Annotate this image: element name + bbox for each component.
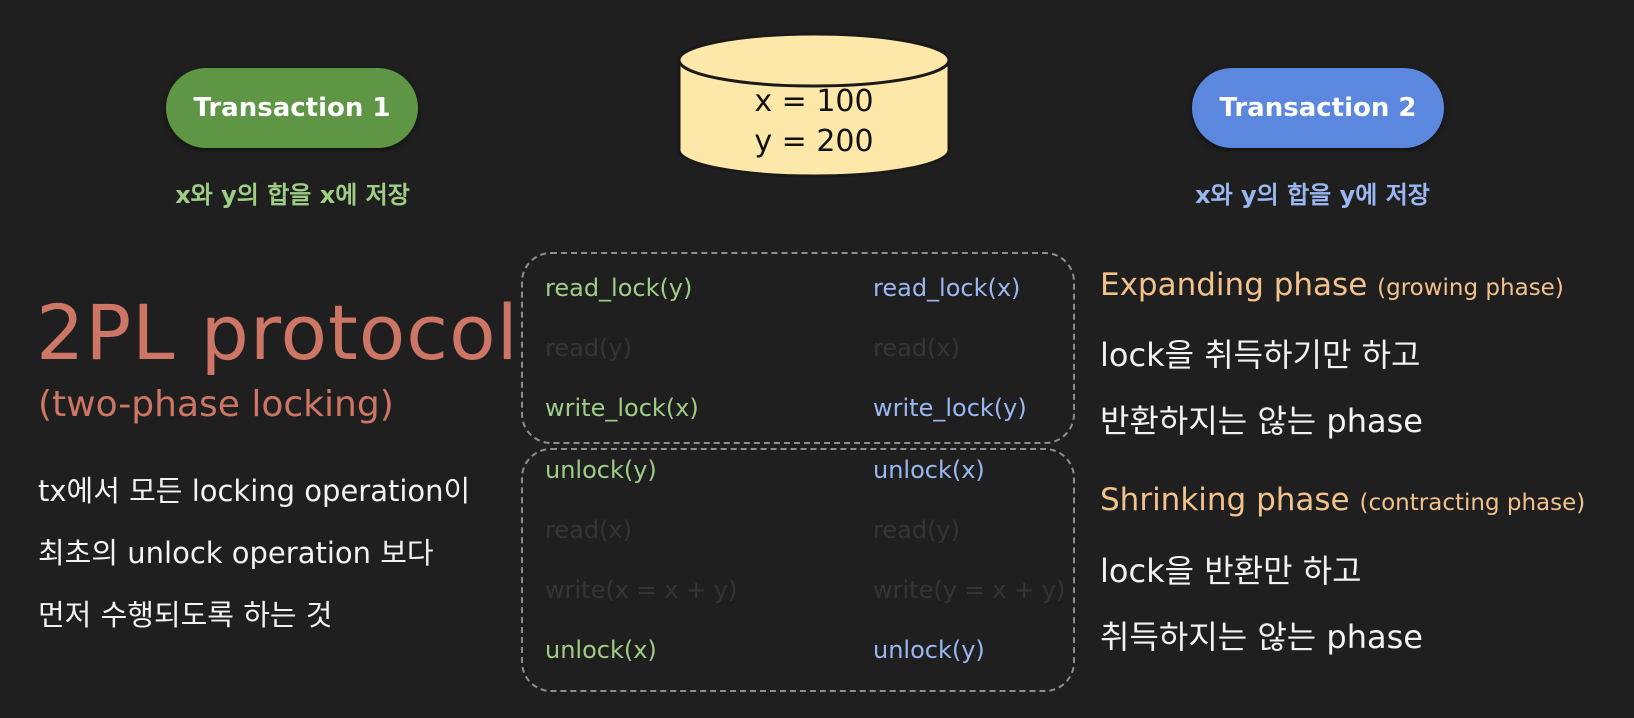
t1-op-write: write(x = x + y) bbox=[545, 576, 738, 604]
protocol-description-line: 먼저 수행되도록 하는 것 bbox=[38, 598, 333, 632]
protocol-description-line: 최초의 unlock operation 보다 bbox=[38, 536, 434, 570]
expanding-phase-box bbox=[521, 252, 1075, 444]
t2-op-read-y: read(y) bbox=[873, 516, 960, 544]
transaction-1-pill: Transaction 1 bbox=[166, 68, 418, 148]
t1-op-unlock-x: unlock(x) bbox=[545, 636, 657, 664]
shrinking-phase-alias: (contracting phase) bbox=[1359, 490, 1586, 516]
database-cylinder-icon bbox=[677, 32, 951, 178]
t2-op-read: read(x) bbox=[873, 334, 960, 362]
shrinking-phase-title: Shrinking phase bbox=[1100, 482, 1350, 518]
protocol-description-line: tx에서 모든 locking operation이 bbox=[38, 474, 471, 508]
transaction-1-label: Transaction 1 bbox=[193, 93, 391, 123]
t1-op-read: read(y) bbox=[545, 334, 632, 362]
protocol-title: 2PL protocol bbox=[36, 288, 519, 377]
transaction-2-label: Transaction 2 bbox=[1219, 93, 1417, 123]
transaction-2-pill: Transaction 2 bbox=[1192, 68, 1444, 148]
protocol-subtitle: (two-phase locking) bbox=[38, 384, 394, 425]
t1-op-read-lock: read_lock(y) bbox=[545, 274, 693, 302]
expanding-phase-description: lock을 취득하기만 하고 bbox=[1100, 336, 1421, 374]
t2-op-write-lock: write_lock(y) bbox=[873, 394, 1027, 422]
expanding-phase-heading: Expanding phase (growing phase) bbox=[1100, 267, 1564, 303]
database-value-x: x = 100 bbox=[754, 84, 874, 119]
t1-op-write-lock: write_lock(x) bbox=[545, 394, 699, 422]
t2-op-unlock-y: unlock(y) bbox=[873, 636, 985, 664]
shrinking-phase-heading: Shrinking phase (contracting phase) bbox=[1100, 482, 1585, 518]
transaction-2-goal: x와 y의 합을 y에 저장 bbox=[1195, 181, 1430, 209]
shrinking-phase-box bbox=[521, 448, 1075, 692]
transaction-1-goal: x와 y의 합을 x에 저장 bbox=[175, 181, 410, 209]
database-value-y: y = 200 bbox=[754, 124, 874, 159]
expanding-phase-description: 반환하지는 않는 phase bbox=[1100, 402, 1423, 440]
t2-op-unlock-x: unlock(x) bbox=[873, 456, 985, 484]
expanding-phase-title: Expanding phase bbox=[1100, 267, 1368, 303]
t2-op-read-lock: read_lock(x) bbox=[873, 274, 1021, 302]
expanding-phase-alias: (growing phase) bbox=[1377, 275, 1564, 301]
shrinking-phase-description: lock을 반환만 하고 bbox=[1100, 552, 1362, 590]
shrinking-phase-description: 취득하지는 않는 phase bbox=[1100, 618, 1423, 656]
t1-op-read-x: read(x) bbox=[545, 516, 632, 544]
t1-op-unlock-y: unlock(y) bbox=[545, 456, 657, 484]
t2-op-write: write(y = x + y) bbox=[873, 576, 1066, 604]
